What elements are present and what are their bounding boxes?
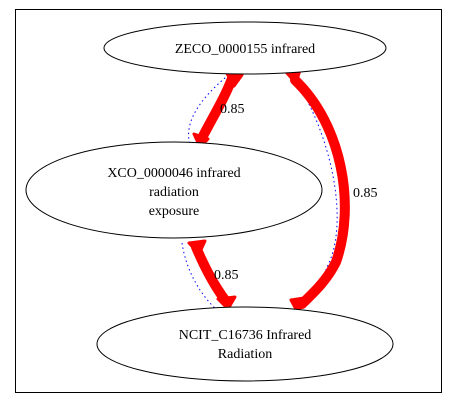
edge-xco-ncit-arrow-start [187, 239, 207, 256]
node-zeco-label: ZECO_0000155 infrared [175, 42, 315, 57]
node-ncit-label-line2: Radiation [218, 347, 272, 362]
node-xco-label-line2: radiation [149, 185, 199, 200]
edge-xco-ncit-arrow-end [216, 295, 237, 311]
node-xco-label-line1: XCO_0000046 infrared [107, 166, 240, 181]
graph-frame [15, 9, 442, 393]
edge-zeco-ncit: 0.85 [282, 68, 378, 315]
node-ncit-shape [96, 306, 394, 382]
edge-zeco-xco-label: 0.85 [220, 102, 245, 117]
node-ncit: NCIT_C16736 Infrared Radiation [96, 306, 394, 382]
node-ncit-label-line1: NCIT_C16736 Infrared [179, 328, 312, 343]
edge-zeco-ncit-arrow-end [289, 296, 306, 315]
edge-xco-ncit-label: 0.85 [214, 268, 239, 283]
edge-zeco-xco-dotted [188, 71, 233, 151]
node-xco: XCO_0000046 infrared radiation exposure [25, 141, 323, 239]
node-zeco-shape [103, 21, 387, 75]
node-zeco: ZECO_0000155 infrared [103, 21, 387, 75]
node-xco-shape [25, 141, 323, 239]
edge-zeco-xco: 0.85 [188, 68, 245, 151]
edge-xco-ncit: 0.85 [181, 239, 239, 312]
edge-zeco-ncit-label: 0.85 [353, 186, 378, 201]
edge-zeco-ncit-thick [290, 75, 350, 309]
node-xco-label-line3: exposure [149, 204, 200, 219]
